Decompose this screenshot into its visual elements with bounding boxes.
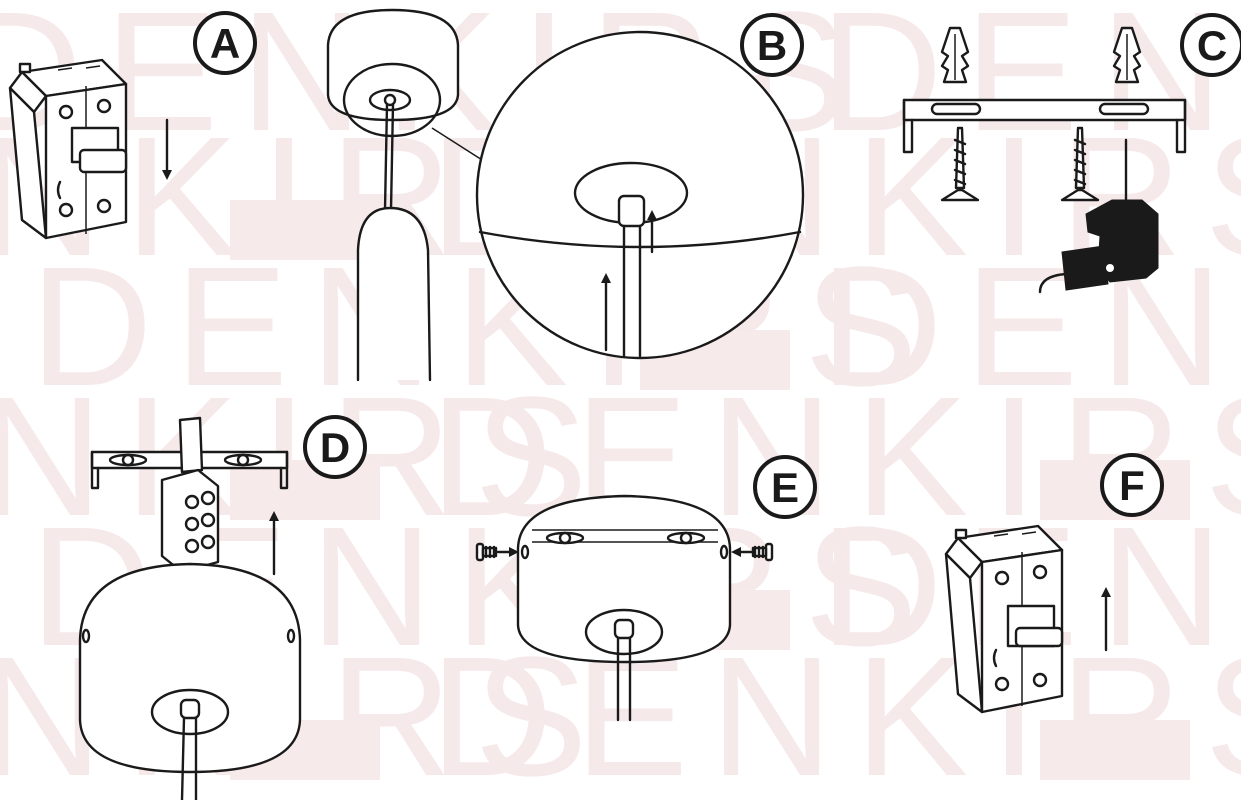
step-badge-circle [753, 455, 817, 519]
terminal-block-icon [160, 416, 220, 592]
step-letter: D [320, 424, 350, 471]
step-c: C [902, 13, 1241, 294]
watermark-text: DENKIRS [820, 0, 1241, 167]
step-badge-circle [1180, 13, 1241, 77]
step-badge-circle [193, 11, 257, 75]
step-badge-circle [1100, 453, 1164, 517]
ceiling-canopy-icon [516, 494, 732, 722]
step-a: A [8, 11, 257, 240]
step-letter: F [1119, 462, 1145, 509]
magnified-cable-entry-icon [475, 30, 805, 360]
wall-plug-icon [940, 26, 970, 84]
ceiling-canopy-icon [78, 562, 302, 800]
screw-icon [475, 542, 498, 562]
ceiling-cable-icon [326, 8, 491, 382]
screw-icon [1060, 126, 1100, 202]
drill-icon [1038, 138, 1159, 294]
step-f-badge: F [1100, 453, 1164, 517]
circuit-breaker-off-icon [8, 58, 128, 240]
step-f: F [944, 453, 1164, 714]
step-letter: A [210, 20, 240, 67]
step-letter: C [1197, 22, 1227, 69]
watermark-flag-icon [230, 200, 380, 260]
watermark-flag-icon [1040, 720, 1190, 780]
step-d: D [78, 415, 367, 800]
step-letter: E [771, 464, 799, 511]
step-e: E [475, 455, 817, 722]
circuit-breaker-on-icon [944, 524, 1064, 714]
step-d-badge: D [303, 415, 367, 479]
step-b-badge: B [740, 13, 804, 77]
step-letter: B [757, 22, 787, 69]
step-b: B [326, 8, 805, 382]
mounting-bracket-icon [902, 98, 1187, 154]
watermark-text: DENKIRS [820, 232, 1241, 422]
step-badge-circle [303, 415, 367, 479]
screw-icon [940, 126, 980, 202]
wall-plug-icon [1112, 26, 1142, 84]
step-c-badge: C [1180, 13, 1241, 77]
step-a-badge: A [193, 11, 257, 75]
step-e-badge: E [753, 455, 817, 519]
step-badge-circle [740, 13, 804, 77]
screw-icon [751, 542, 774, 562]
